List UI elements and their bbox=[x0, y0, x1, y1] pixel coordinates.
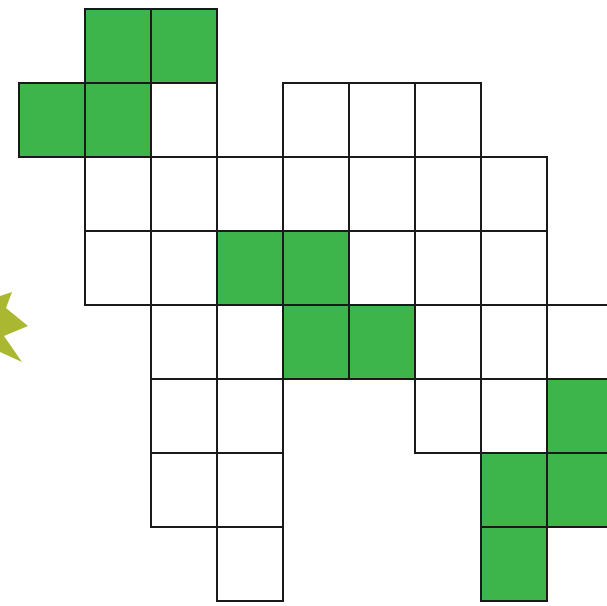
filled-cell[interactable] bbox=[85, 83, 151, 157]
empty-cell[interactable] bbox=[415, 157, 481, 231]
empty-cell[interactable] bbox=[481, 379, 547, 453]
empty-cell[interactable] bbox=[415, 83, 481, 157]
empty-cell[interactable] bbox=[217, 305, 283, 379]
filled-cell[interactable] bbox=[19, 83, 85, 157]
empty-cell[interactable] bbox=[481, 305, 547, 379]
empty-cell[interactable] bbox=[151, 157, 217, 231]
empty-cell[interactable] bbox=[85, 157, 151, 231]
empty-cell[interactable] bbox=[415, 231, 481, 305]
empty-cell[interactable] bbox=[481, 231, 547, 305]
empty-cell[interactable] bbox=[85, 231, 151, 305]
filled-cell[interactable] bbox=[283, 305, 349, 379]
filled-cell[interactable] bbox=[85, 9, 151, 83]
empty-cell[interactable] bbox=[151, 231, 217, 305]
filled-cell[interactable] bbox=[481, 453, 547, 527]
empty-cell[interactable] bbox=[415, 379, 481, 453]
empty-cell[interactable] bbox=[415, 305, 481, 379]
empty-cell[interactable] bbox=[217, 453, 283, 527]
empty-cell[interactable] bbox=[151, 83, 217, 157]
filled-cell[interactable] bbox=[349, 305, 415, 379]
empty-cell[interactable] bbox=[151, 453, 217, 527]
leaf-icon bbox=[0, 292, 28, 362]
filled-cell[interactable] bbox=[547, 379, 607, 453]
empty-cell[interactable] bbox=[283, 157, 349, 231]
empty-cell[interactable] bbox=[547, 305, 607, 379]
filled-cell[interactable] bbox=[283, 231, 349, 305]
filled-cell[interactable] bbox=[217, 231, 283, 305]
filled-cell[interactable] bbox=[481, 527, 547, 601]
filled-cell[interactable] bbox=[151, 9, 217, 83]
empty-cell[interactable] bbox=[217, 157, 283, 231]
empty-cell[interactable] bbox=[349, 83, 415, 157]
empty-cell[interactable] bbox=[217, 527, 283, 601]
empty-cell[interactable] bbox=[349, 157, 415, 231]
empty-cell[interactable] bbox=[151, 379, 217, 453]
empty-cell[interactable] bbox=[349, 231, 415, 305]
filled-cell[interactable] bbox=[547, 453, 607, 527]
empty-cell[interactable] bbox=[151, 305, 217, 379]
empty-cell[interactable] bbox=[217, 379, 283, 453]
empty-cell[interactable] bbox=[283, 83, 349, 157]
leaf-decoration bbox=[0, 292, 28, 362]
empty-cell[interactable] bbox=[481, 157, 547, 231]
grid-cells bbox=[19, 9, 607, 601]
